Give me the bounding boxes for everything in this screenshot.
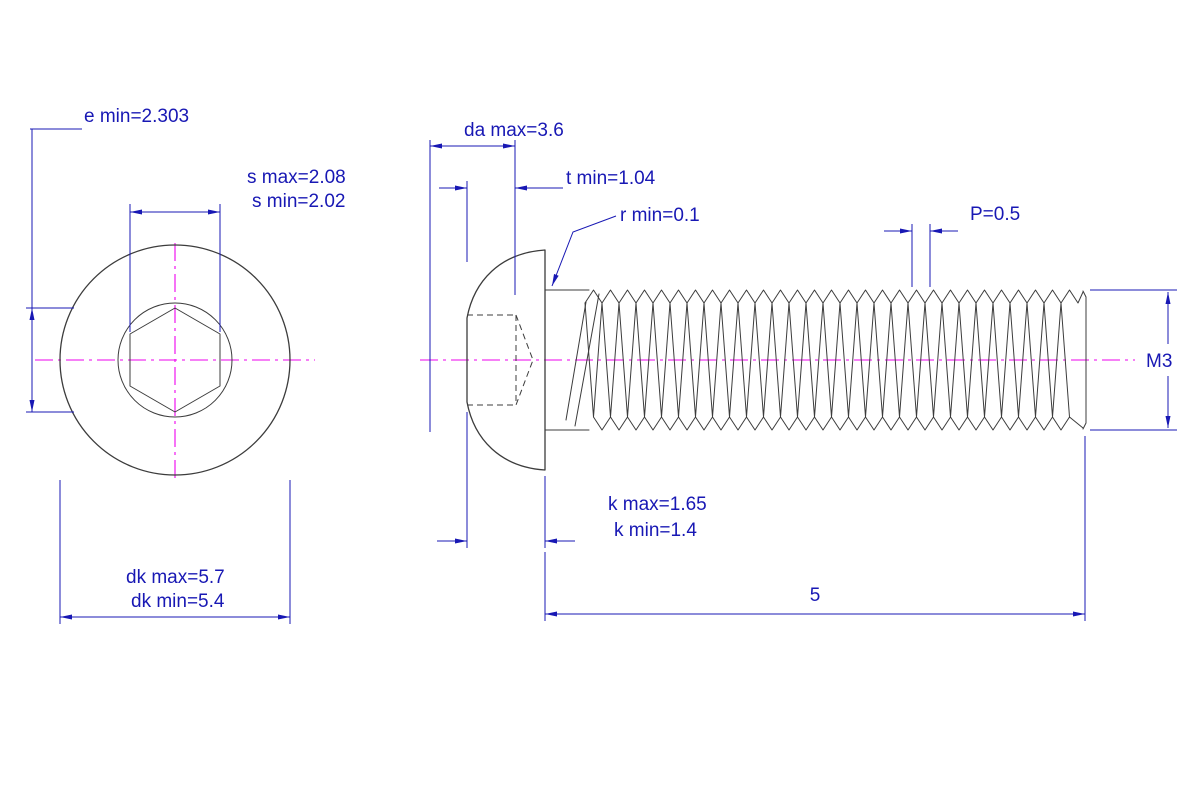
- dim-label-length: 5: [810, 585, 821, 606]
- shank-end-chamfer: [1082, 290, 1087, 430]
- hex-socket: [129, 307, 221, 413]
- side-view: da max=3.6 t min=1.04 r min=0.1 P=0.5: [420, 120, 1177, 621]
- dim-label-thread: M3: [1146, 351, 1172, 372]
- dim-t: t min=1.04: [439, 168, 656, 262]
- thread-bottom-profile: [593, 416, 1084, 431]
- dim-label-k-max: k max=1.65: [608, 494, 707, 515]
- dim-label-pitch: P=0.5: [970, 204, 1020, 225]
- dim-label-dk-min: dk min=5.4: [131, 591, 225, 612]
- socket-recess-circle: [117, 302, 233, 418]
- dim-label-k-min: k min=1.4: [614, 520, 697, 541]
- dim-label-r-min: r min=0.1: [620, 205, 700, 226]
- dim-length: 5: [544, 436, 1086, 621]
- hex-socket-hidden: [467, 314, 534, 406]
- thread-runout-line: [574, 293, 600, 427]
- button-head-outline: [466, 249, 546, 471]
- dim-r: r min=0.1: [551, 205, 700, 287]
- dim-k: k max=1.65 k min=1.4: [437, 412, 707, 548]
- dim-s: s max=2.08 s min=2.02: [129, 167, 346, 332]
- leader-line: [551, 215, 617, 287]
- dim-dk: dk max=5.7 dk min=5.4: [59, 480, 291, 624]
- dim-label-s-min: s min=2.02: [252, 191, 345, 212]
- dim-m3: M3: [1090, 289, 1177, 431]
- dim-label-s-max: s max=2.08: [247, 167, 346, 188]
- front-view: s max=2.08 s min=2.02 e min=2.303 dk max…: [26, 106, 346, 624]
- dim-label-dk-max: dk max=5.7: [126, 567, 225, 588]
- dim-e: e min=2.303: [26, 106, 189, 413]
- dim-p: P=0.5: [884, 204, 1020, 287]
- dim-label-t-min: t min=1.04: [566, 168, 656, 189]
- head-outer-circle: [59, 244, 291, 476]
- dim-label-da-max: da max=3.6: [464, 120, 564, 141]
- thread-runout-line: [565, 301, 587, 421]
- thread-top-profile: [584, 289, 1084, 304]
- socket-cone-hidden-line: [515, 314, 534, 406]
- dim-label-e-min: e min=2.303: [84, 106, 189, 127]
- dim-da: da max=3.6: [429, 120, 564, 432]
- thread-flank-lines: [584, 302, 1070, 418]
